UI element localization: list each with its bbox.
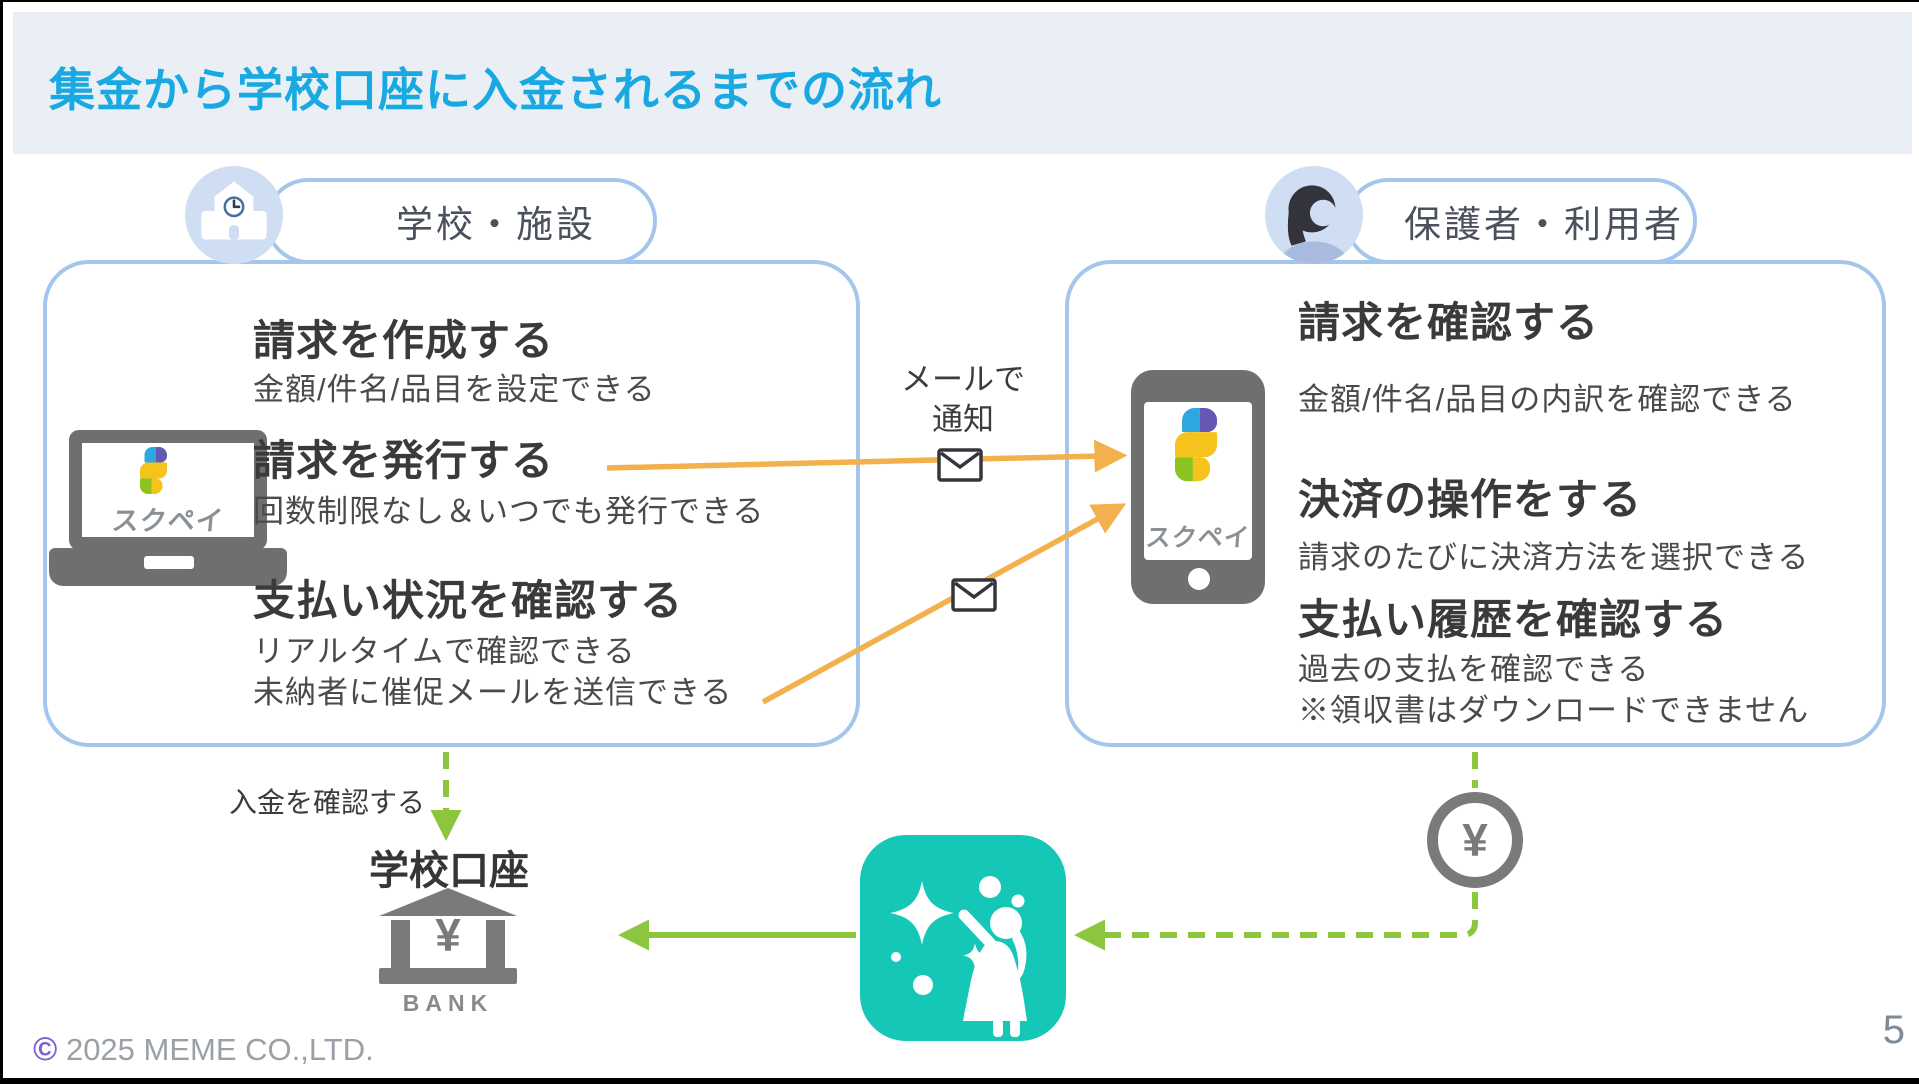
copyright: © 2025 MEME CO.,LTD.: [33, 1030, 374, 1068]
school-step-2-heading: 請求を発行する: [253, 437, 555, 484]
school-step-2-desc: 回数制限なし＆いつでも発行できる: [253, 494, 765, 529]
girl-sparkles-icon: [860, 835, 1066, 1041]
person-icon: [1277, 185, 1351, 264]
laptop-base: [49, 548, 287, 586]
bank-yen-symbol: ¥: [435, 909, 461, 961]
school-icon: [185, 166, 283, 264]
tab-school: 学校・施設: [265, 178, 657, 264]
mail-icon: [951, 578, 997, 612]
parent-icon: [1265, 166, 1363, 264]
header-band: [13, 12, 1912, 154]
deposit-check-label: 入金を確認する: [228, 787, 425, 818]
laptop-icon: スクペイ: [69, 430, 267, 550]
bank-icon: [375, 886, 521, 991]
arrow-payment-to-app: [1074, 892, 1478, 951]
parent-step-3-line1: 過去の支払を確認できる: [1298, 652, 1650, 687]
tab-parent: 保護者・利用者: [1345, 178, 1697, 264]
parent-step-3-desc: 過去の支払を確認できる ※領収書はダウンロードできません: [1298, 650, 1809, 732]
sukupei-logo: [140, 447, 167, 494]
copyright-text: 2025 MEME CO.,LTD.: [65, 1032, 374, 1067]
yen-badge-symbol: ¥: [1462, 814, 1488, 866]
school-step-3-heading: 支払い状況を確認する: [253, 577, 684, 624]
school-step-3-line1: リアルタイムで確認できる: [253, 634, 636, 669]
school-building-icon: [201, 181, 267, 240]
parent-step-3-line2: ※領収書はダウンロードできません: [1298, 692, 1810, 728]
parent-step-2-heading: 決済の操作をする: [1298, 476, 1643, 523]
mail-note-line1: メールで: [901, 362, 1025, 397]
phone-home-button: [1188, 568, 1210, 590]
laptop-brand-label: スクペイ: [110, 506, 226, 536]
page-number: 5: [1882, 1008, 1905, 1052]
parent-step-3-heading: 支払い履歴を確認する: [1298, 596, 1729, 643]
sukupei-logo: [1175, 408, 1218, 482]
parent-step-1-heading: 請求を確認する: [1298, 299, 1600, 346]
tab-school-label: 学校・施設: [396, 204, 596, 245]
mail-note-line2: 通知: [932, 401, 994, 437]
parent-step-1-desc: 金額/件名/品目の内訳を確認できる: [1298, 382, 1797, 417]
school-step-1-desc: 金額/件名/品目を設定できる: [253, 372, 656, 407]
mail-icon: [937, 448, 983, 482]
copyright-icon: ©: [33, 1030, 58, 1067]
yen-badge-icon: ¥: [1427, 792, 1523, 888]
school-step-3-line2: 未納者に催促メールを送信できる: [253, 674, 733, 710]
school-step-3-desc: リアルタイムで確認できる 未納者に催促メールを送信できる: [253, 632, 732, 714]
phone-brand-label: スクペイ: [1144, 524, 1252, 552]
phone-icon: スクペイ: [1131, 370, 1265, 604]
bank-account-title: 学校口座: [369, 849, 529, 893]
bank-caption: BANK: [402, 990, 494, 1016]
mail-note: メールで 通知: [869, 360, 1057, 439]
app-icon: [860, 835, 1066, 1046]
school-step-1-heading: 請求を作成する: [253, 317, 555, 364]
tab-parent-label: 保護者・利用者: [1404, 204, 1684, 245]
parent-step-2-desc: 請求のたびに決済方法を選択できる: [1298, 540, 1810, 575]
page-title: 集金から学校口座に入金されるまでの流れ: [49, 64, 942, 116]
